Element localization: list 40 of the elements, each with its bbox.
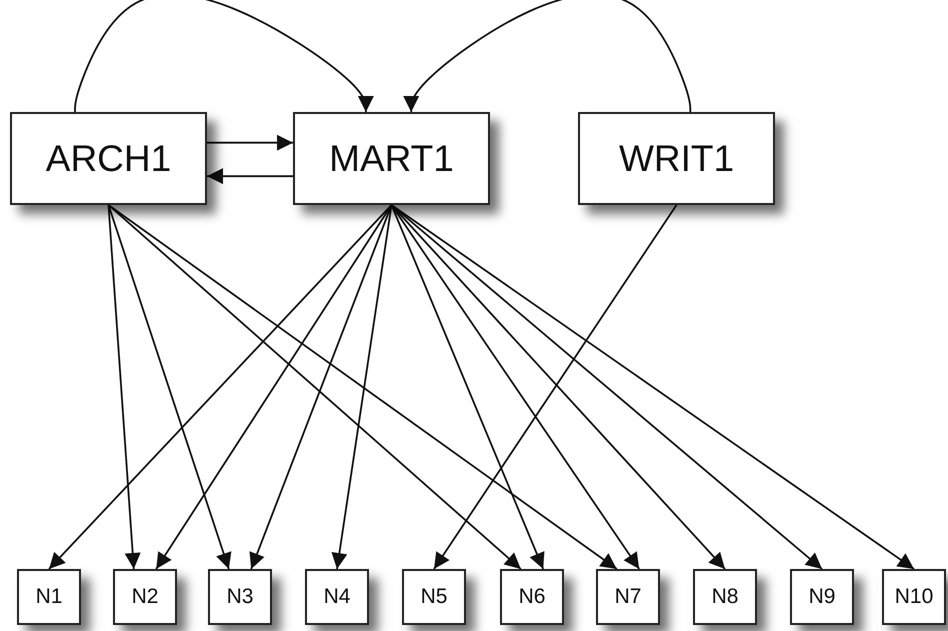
- arrow: [108, 204, 232, 570]
- node-label: N9: [808, 585, 836, 609]
- node-box: [113, 569, 177, 625]
- process-box: [10, 112, 207, 205]
- node-box: [596, 569, 660, 625]
- arrow: [48, 204, 392, 570]
- node-box: [500, 569, 564, 625]
- arrow: [403, 0, 692, 112]
- node-label: N10: [894, 585, 934, 609]
- node-label: N3: [226, 585, 254, 609]
- node-label: ARCH1: [46, 138, 172, 180]
- arrow: [207, 168, 293, 184]
- arrow: [155, 204, 392, 570]
- arrow: [207, 134, 293, 151]
- node-label: N6: [518, 585, 546, 609]
- arrow: [390, 204, 915, 570]
- node-box: [882, 569, 946, 625]
- node-label: MART1: [329, 138, 454, 180]
- arrow: [390, 204, 544, 570]
- node-label: WRIT1: [618, 138, 734, 180]
- node-box: [208, 569, 272, 625]
- arrow: [331, 204, 392, 570]
- arrow: [74, 0, 374, 112]
- node-box: [693, 569, 757, 625]
- arrow: [108, 204, 522, 570]
- node-label: N5: [420, 585, 448, 609]
- node-box: [790, 569, 854, 625]
- node-box: [305, 569, 369, 625]
- process-box: [293, 112, 490, 205]
- node-label: N7: [614, 585, 642, 609]
- node-box: [17, 569, 81, 625]
- node-label: N1: [36, 585, 62, 609]
- node-label: N4: [324, 585, 350, 609]
- node-box: [402, 569, 466, 625]
- node-label: N2: [132, 585, 158, 609]
- node-label: N8: [712, 585, 738, 609]
- arrow: [108, 204, 141, 570]
- arrow: [433, 204, 678, 570]
- arrow: [108, 204, 618, 570]
- process-box: [578, 112, 775, 205]
